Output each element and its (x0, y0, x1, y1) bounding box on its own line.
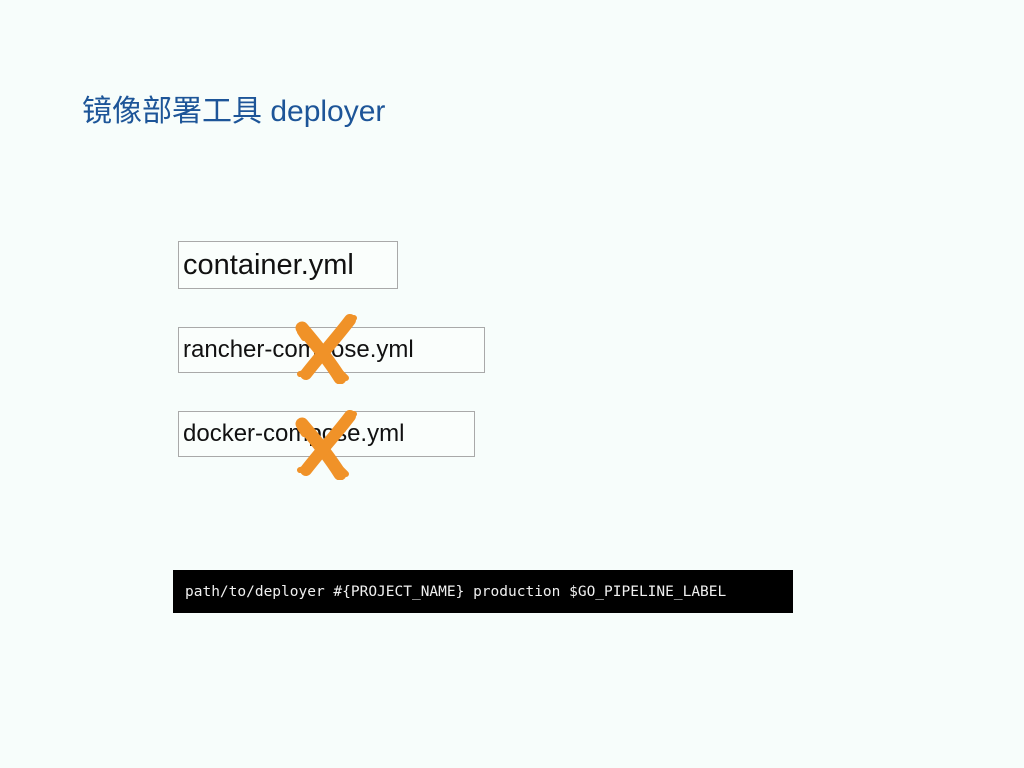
file-box-container-yml: container.yml (178, 241, 398, 289)
slide-title: 镜像部署工具 deployer (82, 95, 386, 128)
command-text: path/to/deployer #{PROJECT_NAME} product… (185, 583, 727, 600)
file-name: docker-compose.yml (183, 420, 405, 447)
cross-mark-icon (295, 410, 357, 480)
cross-mark-icon (295, 314, 357, 384)
file-name: container.yml (183, 248, 354, 281)
command-line: path/to/deployer #{PROJECT_NAME} product… (173, 570, 793, 613)
file-name: rancher-compose.yml (183, 336, 414, 363)
